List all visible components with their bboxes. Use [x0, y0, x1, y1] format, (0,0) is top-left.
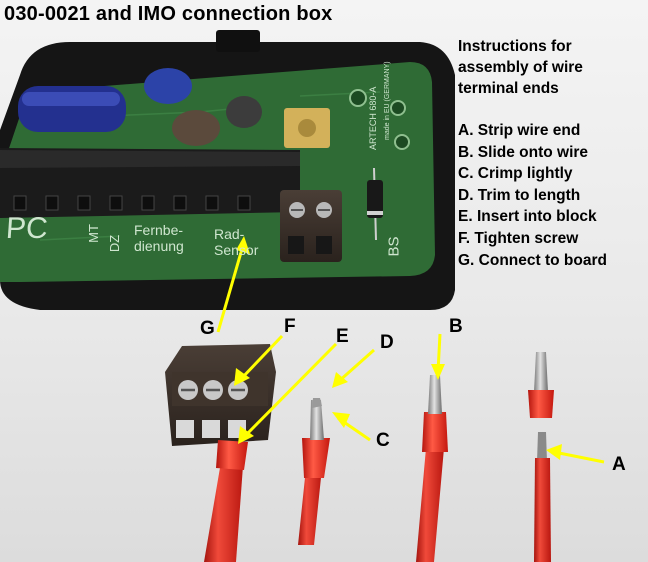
arrow-d: [337, 348, 375, 384]
callout-label-a: A: [612, 454, 626, 475]
strip-screws: [13, 195, 251, 211]
diode: [367, 167, 383, 241]
board-terminal-block: [280, 190, 342, 262]
arrow-f: [238, 334, 284, 382]
instruction-step: A. Strip wire end: [458, 122, 581, 139]
instructions-list: A. Strip wire end B. Slide onto wire C. …: [458, 120, 646, 271]
instruction-step: C. Crimp lightly: [458, 165, 573, 183]
board-label-mt: MT: [85, 224, 101, 243]
page-title: 030-0021 and IMO connection box: [4, 3, 333, 25]
arrow-a-head: [546, 444, 562, 460]
callout-label-c: C: [376, 430, 390, 451]
pcb-hole-1: [349, 89, 367, 107]
arrow-e-head: [238, 426, 254, 444]
pcb-terminal-strip: [0, 148, 300, 218]
instruction-step: D. Trim to length: [458, 186, 581, 204]
wire-in-block: [204, 440, 248, 562]
instruction-step: G. Connect to board: [458, 251, 607, 269]
callout-label-e: E: [336, 326, 349, 347]
board-label-radsensor: Rad- Sensor: [214, 226, 259, 258]
callout-label-g: G: [200, 318, 215, 339]
arrow-b-head: [431, 364, 445, 380]
board-label-dz: DZ: [107, 234, 123, 253]
callout-label-d: D: [380, 332, 394, 353]
instruction-step: E. Insert into block: [458, 208, 597, 226]
board-label-brand: ARTECH 680-A: [368, 86, 378, 150]
instructions-heading: Instructions for assembly of wire termin…: [458, 38, 583, 97]
arrow-e: [242, 342, 338, 439]
arrow-f-head: [234, 368, 250, 386]
callout-label-f: F: [284, 316, 296, 337]
board-label-made-in: made in EU (GERMANY): [384, 61, 391, 140]
board-label-pc: PC: [4, 212, 49, 245]
potentiometer-knob: [298, 119, 316, 137]
instruction-step: B. Slide onto wire: [458, 143, 589, 161]
loose-ferrule: [528, 352, 554, 418]
crimped-ferrule-wire: [298, 398, 330, 545]
stripped-wire: [534, 432, 551, 562]
ferrule-on-wire: [416, 375, 448, 562]
small-capacitor: [226, 96, 262, 128]
board-label-fernbedienung: Fernbe- dienung: [134, 222, 184, 254]
pcb-hole-2: [390, 100, 406, 116]
arrow-g: [216, 241, 246, 333]
arrow-d-head: [332, 372, 348, 388]
board-label-bs: BS: [385, 236, 403, 257]
ferrite-coil: [172, 110, 220, 146]
instruction-step: F. Tighten screw: [458, 229, 579, 247]
callout-arrows: [216, 236, 605, 464]
blue-capacitor: [18, 86, 126, 132]
arrow-a: [553, 450, 605, 464]
arrow-c-head: [332, 412, 350, 428]
pcb-hole-3: [394, 134, 410, 150]
enclosure-clip: [216, 30, 260, 52]
electrolytic-capacitor: [144, 68, 192, 104]
arrow-g-head: [236, 236, 250, 254]
callout-label-b: B: [449, 316, 463, 337]
